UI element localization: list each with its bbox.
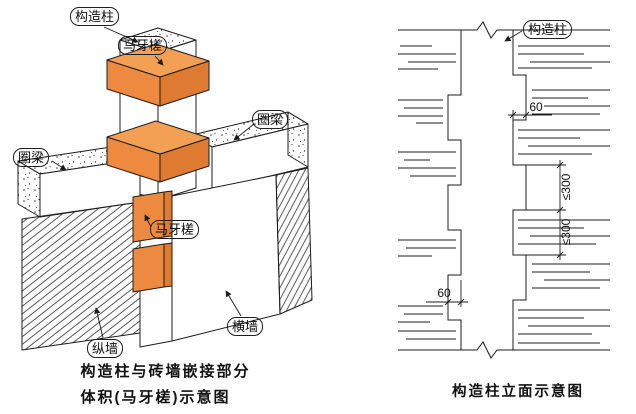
leader-ring-beam-left (51, 160, 67, 171)
toothing-block-lower (106, 120, 210, 183)
label-column-iso: 构造柱 (70, 7, 120, 26)
isometric-figure (17, 26, 313, 351)
column-edge-left (447, 30, 462, 350)
caption-right: 构造柱立面示意图 (452, 384, 584, 400)
label-ring-beam-left: 圈梁 (13, 148, 50, 167)
caption-left-line1: 构造柱与砖墙嵌接部分 (80, 363, 251, 380)
break-line-top (398, 21, 610, 39)
dimension-tooth-depth-bottom: 60 (426, 280, 468, 307)
dimension-tooth-depth-top: 60 (508, 100, 552, 120)
transverse-wall-face (171, 174, 281, 342)
label-toothing-top: 马牙槎 (118, 36, 168, 55)
label-ring-beam-right: 圈梁 (252, 110, 289, 129)
label-longitudinal-wall: 纵墙 (87, 339, 124, 358)
label-column-elevation: 构造柱 (523, 20, 573, 39)
dim-text-60-top: 60 (529, 100, 543, 114)
brick-hatch-left (398, 45, 456, 340)
leader-ring-beam-right (233, 123, 255, 141)
dim-text-60-bottom: 60 (437, 286, 451, 300)
dim-text-300-lower: ≤300 (559, 218, 573, 245)
leader-lines-left-figure (51, 26, 255, 339)
leader-transverse-wall (225, 290, 242, 317)
column-edge-right (512, 30, 527, 350)
leader-toothing-top (154, 55, 164, 66)
brick-hatch-right (518, 45, 610, 344)
leader-longitudinal-wall (94, 307, 104, 339)
elevation-figure: 60 60 ≤300 ≤300 (398, 21, 610, 359)
label-toothing-mid: 马牙槎 (150, 220, 200, 239)
leader-column (103, 26, 139, 43)
break-line-bottom (398, 341, 610, 359)
transverse-wall-end-face (275, 167, 313, 315)
label-transverse-wall: 横墙 (227, 317, 264, 336)
longitudinal-wall-face (21, 201, 141, 351)
ring-beam-right (191, 111, 309, 191)
dimension-course-heights: ≤300 ≤300 (516, 160, 573, 260)
dim-text-300-upper: ≤300 (559, 173, 573, 200)
leader-column-elevation (504, 30, 523, 42)
caption-left-line2: 体积(马牙槎)示意图 (80, 389, 231, 406)
